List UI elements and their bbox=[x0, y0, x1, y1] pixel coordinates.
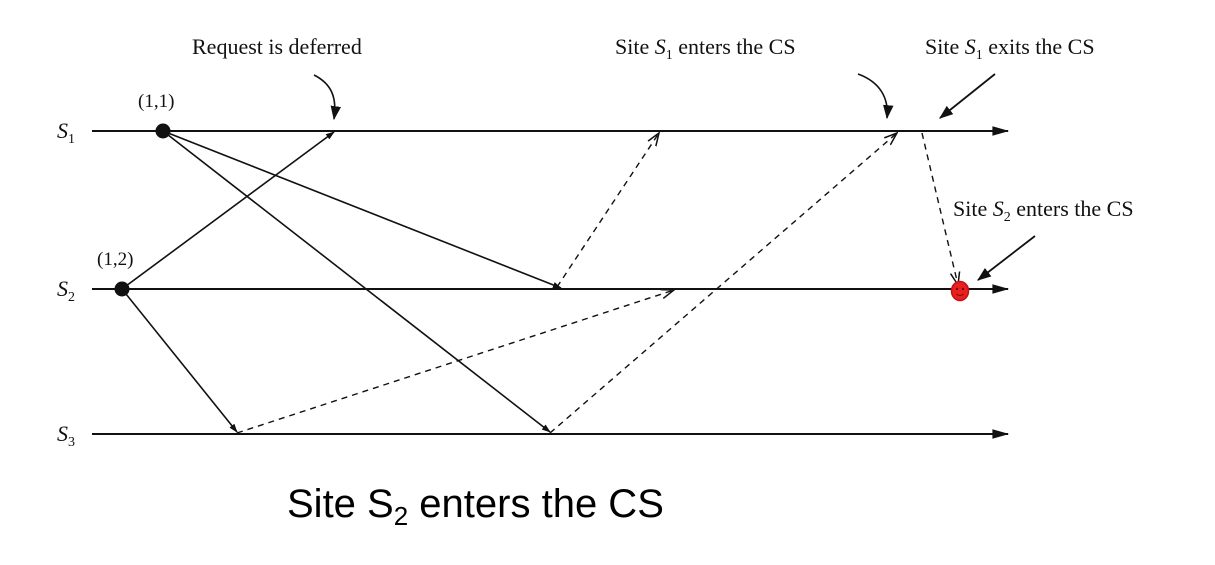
s2-cs-entry-highlight bbox=[950, 280, 970, 302]
deferred-reply-s1-to-s2 bbox=[921, 132, 958, 285]
slide-caption: Site S2 enters the CS bbox=[287, 482, 664, 531]
annotation-request-deferred: Request is deferred bbox=[192, 34, 362, 59]
reply-s3-to-s1 bbox=[549, 133, 897, 434]
request-s2-to-s1 bbox=[121, 131, 335, 290]
pointer-s1-exits-cs bbox=[939, 73, 996, 119]
annotation-s1-exits-cs: Site S1 exits the CS bbox=[925, 34, 1095, 63]
reply-s2-to-s1 bbox=[556, 133, 659, 288]
reply-s3-to-s2 bbox=[236, 290, 674, 434]
annotation-s1-enters-cs: Site S1 enters the CS bbox=[615, 34, 796, 63]
request-s1-to-s3 bbox=[162, 130, 551, 433]
site-label-s3: S3 bbox=[57, 421, 75, 450]
s1-request-timestamp: (1,1) bbox=[138, 91, 174, 112]
site-label-s2: S2 bbox=[57, 276, 75, 305]
annotation-s2-enters-cs: Site S2 enters the CS bbox=[953, 196, 1134, 225]
pointer-s1-enters-cs bbox=[857, 73, 894, 120]
request-s1-to-s2 bbox=[162, 130, 562, 289]
pointer-request-deferred bbox=[313, 74, 342, 121]
s2-request-timestamp: (1,2) bbox=[97, 249, 133, 270]
site-label-s1: S1 bbox=[57, 118, 75, 147]
request-s2-to-s3 bbox=[121, 288, 238, 433]
pointer-s2-enters-cs bbox=[977, 235, 1036, 281]
